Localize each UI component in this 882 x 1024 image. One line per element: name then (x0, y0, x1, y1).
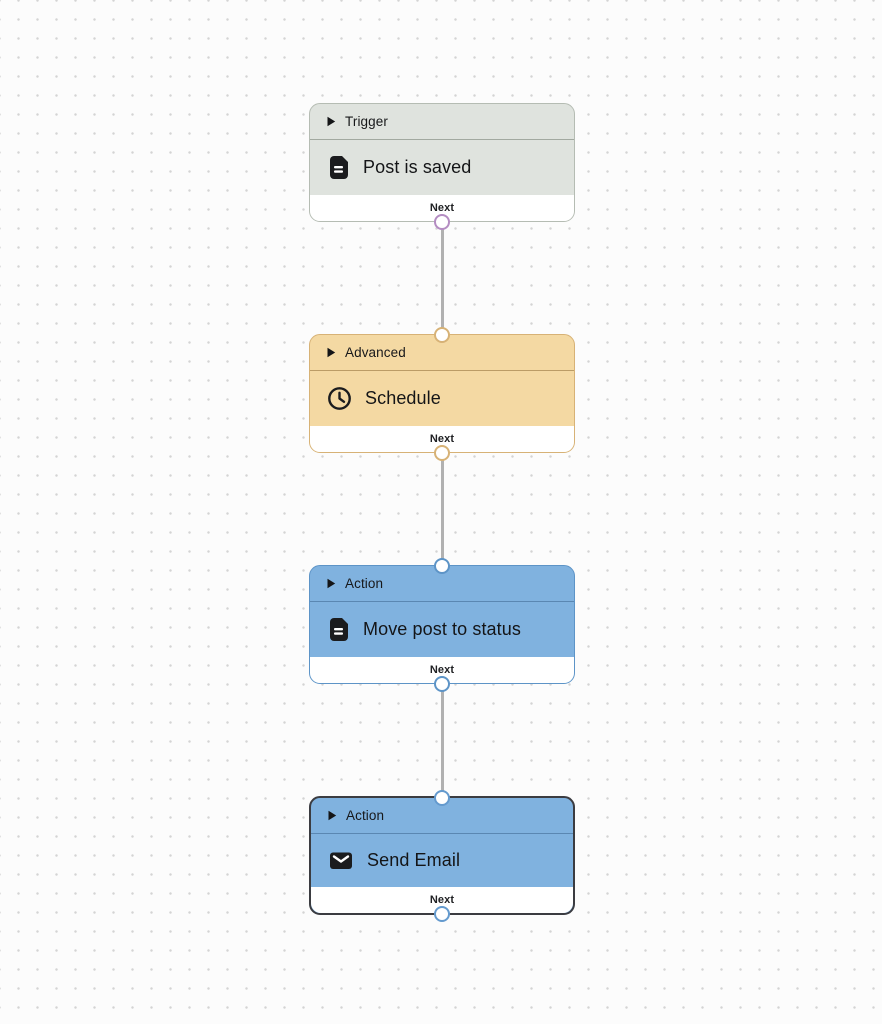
node-category-label: Action (345, 576, 384, 591)
next-port-label: Next (429, 202, 455, 214)
next-port-label: Next (429, 664, 455, 676)
envelope-icon (328, 848, 354, 873)
edge-connector (440, 453, 444, 565)
play-icon (326, 347, 336, 358)
node-body: Post is saved (310, 140, 574, 195)
output-port[interactable] (434, 675, 450, 692)
node-header: Advanced (310, 335, 574, 371)
next-port-label: Next (429, 894, 455, 906)
input-port[interactable] (434, 557, 450, 574)
input-port[interactable] (434, 326, 450, 343)
node-header: Trigger (310, 104, 574, 140)
node-category-label: Advanced (345, 345, 406, 360)
input-port[interactable] (434, 789, 450, 806)
node-advanced-schedule[interactable]: Advanced Schedule Next (309, 326, 575, 461)
play-icon (326, 116, 336, 127)
node-body: Send Email (311, 834, 573, 887)
edge-connector (440, 222, 444, 334)
node-body: Schedule (310, 371, 574, 426)
play-icon (326, 578, 336, 589)
output-port[interactable] (434, 444, 450, 461)
node-title: Move post to status (363, 619, 521, 639)
node-body: Move post to status (310, 602, 574, 657)
output-port[interactable] (434, 905, 450, 922)
node-footer: Next (311, 887, 573, 913)
node-title: Post is saved (363, 157, 472, 177)
node-action-send-email[interactable]: Action Send Email Next (309, 789, 575, 922)
next-port-label: Next (429, 433, 455, 445)
output-port[interactable] (434, 213, 450, 230)
edge-connector (440, 684, 444, 796)
node-action-move-post-to-status[interactable]: Action Move post to status Next (309, 557, 575, 692)
node-title: Schedule (365, 388, 441, 408)
clock-icon (327, 386, 352, 411)
play-icon (327, 810, 337, 821)
node-header: Action (311, 798, 573, 834)
node-trigger-post-is-saved[interactable]: Trigger Post is saved Next (309, 103, 575, 230)
node-category-label: Action (346, 808, 385, 823)
node-header: Action (310, 566, 574, 602)
node-title: Send Email (367, 850, 461, 870)
node-category-label: Trigger (345, 114, 388, 129)
document-icon (327, 617, 350, 642)
document-icon (327, 155, 350, 180)
